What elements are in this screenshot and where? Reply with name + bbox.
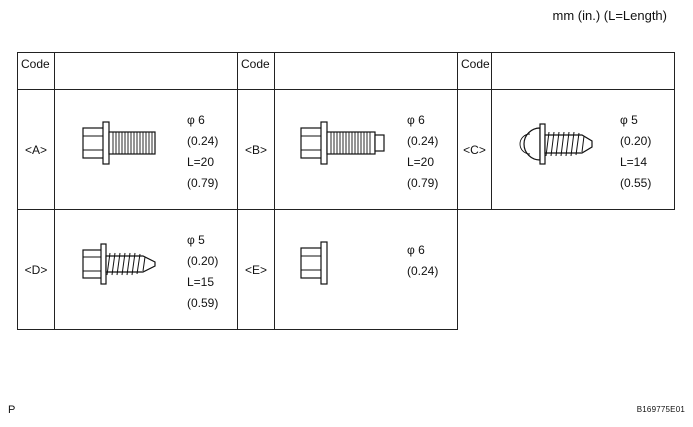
spec-c: φ 5 (0.20) L=14 (0.55) <box>620 110 651 194</box>
part-cell-a: φ 6 (0.24) L=20 (0.79) <box>54 89 238 210</box>
part-code: <B> <box>237 89 275 210</box>
round-head-tapping-screw-icon <box>519 123 593 165</box>
part-code: <C> <box>457 89 492 210</box>
length: L=15 <box>187 275 215 289</box>
part-cell-c: φ 5 (0.20) L=14 (0.55) <box>491 89 675 210</box>
flange-bolt-with-washer-icon <box>82 121 156 165</box>
spec-e: φ 6 (0.24) <box>407 240 438 282</box>
flange-bolt-stepped-tip-icon <box>300 121 385 165</box>
figure-id: B169775E01 <box>636 405 685 414</box>
length-inch: (0.55) <box>620 176 652 190</box>
length: L=20 <box>187 155 215 169</box>
spec-b: φ 6 (0.24) L=20 (0.79) <box>407 110 438 194</box>
diameter-inch: (0.24) <box>407 134 439 148</box>
part-cell-d: φ 5 (0.20) L=15 (0.59) <box>54 209 238 330</box>
length: L=20 <box>407 155 435 169</box>
diameter-inch: (0.20) <box>620 134 652 148</box>
spec-a: φ 6 (0.24) L=20 (0.79) <box>187 110 218 194</box>
length-inch: (0.79) <box>407 176 439 190</box>
hex-tapping-screw-icon <box>82 243 156 285</box>
spec-d: φ 5 (0.20) L=15 (0.59) <box>187 230 218 314</box>
diameter-inch: (0.20) <box>187 254 219 268</box>
part-header-blank <box>54 52 238 90</box>
diameter: φ 6 <box>407 243 425 257</box>
part-code: <D> <box>17 209 55 330</box>
length: L=14 <box>620 155 648 169</box>
page-code: P <box>8 404 16 416</box>
diameter-inch: (0.24) <box>407 264 439 278</box>
code-header: Code <box>457 52 492 90</box>
diameter: φ 5 <box>187 233 205 247</box>
diameter-inch: (0.24) <box>187 134 219 148</box>
code-header: Code <box>237 52 275 90</box>
length-inch: (0.79) <box>187 176 219 190</box>
diameter: φ 5 <box>620 113 638 127</box>
units-note: mm (in.) (L=Length) <box>552 8 667 23</box>
flange-nut-icon <box>300 241 328 285</box>
part-cell-b: φ 6 (0.24) L=20 (0.79) <box>274 89 458 210</box>
part-cell-e: φ 6 (0.24) <box>274 209 458 330</box>
code-header: Code <box>17 52 55 90</box>
diameter: φ 6 <box>407 113 425 127</box>
part-code: <E> <box>237 209 275 330</box>
part-header-blank <box>491 52 675 90</box>
part-header-blank <box>274 52 458 90</box>
part-code: <A> <box>17 89 55 210</box>
length-inch: (0.59) <box>187 296 219 310</box>
diameter: φ 6 <box>187 113 205 127</box>
